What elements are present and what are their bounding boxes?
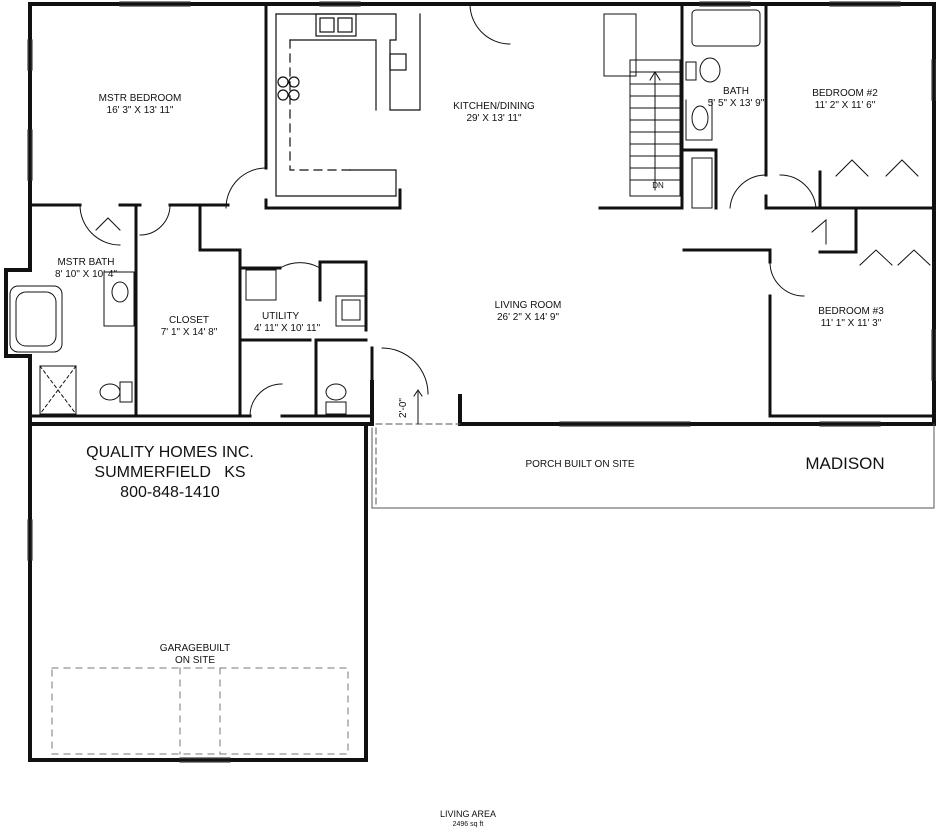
model-name: MADISON [805, 454, 885, 473]
room-name: MSTR BEDROOM [98, 93, 182, 104]
closet-label: CLOSET 7' 1" X 14' 8" [144, 315, 234, 339]
master-bedroom-label: MSTR BEDROOM 16' 3" X 13' 11" [80, 93, 200, 117]
dimension-arrow [413, 389, 423, 425]
room-size: 26' 2" X 14' 9" [496, 312, 560, 323]
utility-fixtures [245, 269, 367, 415]
room-name: BATH [723, 86, 749, 97]
room-size: 5' 5" X 13' 9" [707, 98, 765, 109]
living-room-label: LIVING ROOM 26' 2" X 14' 9" [468, 300, 588, 324]
room-size: 29' X 13' 11" [466, 113, 522, 124]
garage-line2: ON SITE [174, 655, 215, 666]
room-size: 4' 11" X 10' 11" [254, 323, 321, 334]
bifold-doors [95, 159, 931, 266]
garage-door-outline [51, 667, 349, 755]
interior-walls [28, 2, 936, 418]
utility-label: UTILITY 4' 11" X 10' 11" [254, 311, 340, 335]
room-name: BEDROOM #3 [818, 306, 884, 317]
room-name: BEDROOM #2 [812, 88, 878, 99]
bedroom3-label: BEDROOM #3 11' 1" X 11' 3" [796, 306, 906, 330]
kitchen-dining-label: KITCHEN/DINING 29' X 13' 11" [434, 101, 554, 125]
bath-fixtures [685, 9, 761, 209]
kitchen-counters [275, 13, 421, 197]
garage-line1: GARAGEBUILT [159, 643, 231, 654]
door-swings [79, 3, 817, 417]
bedroom2-label: BEDROOM #2 11' 2" X 11' 6" [790, 88, 900, 112]
porch-label: PORCH BUILT ON SITE [500, 459, 660, 471]
room-name: KITCHEN/DINING [453, 101, 535, 112]
room-size: 7' 1" X 14' 8" [160, 327, 218, 338]
garage-label: GARAGEBUILT ON SITE [140, 643, 250, 667]
bath-label: BATH 5' 5" X 13' 9" [696, 86, 776, 110]
builder-location: SUMMERFIELD KS [94, 464, 246, 481]
room-size: 11' 2" X 11' 6" [814, 100, 876, 111]
living-area-value: 2496 sq ft [452, 821, 484, 828]
living-area-label: LIVING AREA [439, 809, 497, 819]
builder-phone: 800-848-1410 [120, 484, 220, 501]
room-name: UTILITY [262, 311, 300, 322]
master-bath-label: MSTR BATH 8' 10" X 10' 4" [36, 257, 136, 281]
living-area-note: LIVING AREA 2496 sq ft [408, 809, 528, 829]
builder-name: QUALITY HOMES INC. [86, 444, 254, 461]
builder-info: QUALITY HOMES INC. SUMMERFIELD KS 800-84… [60, 443, 280, 503]
room-name: PORCH BUILT ON SITE [525, 459, 635, 470]
staircase [603, 13, 681, 197]
master-bath-fixtures [9, 271, 135, 415]
windows [27, 1, 936, 763]
room-name: MSTR BATH [57, 257, 115, 268]
room-name: CLOSET [168, 315, 209, 326]
room-name: LIVING ROOM [494, 300, 562, 311]
stair-direction-label: DN [652, 181, 664, 190]
dimension-note: 2'-0" [398, 398, 409, 418]
room-size: 8' 10" X 10' 4" [54, 269, 118, 280]
room-size: 16' 3" X 13' 11" [106, 105, 174, 116]
room-size: 11' 1" X 11' 3" [820, 318, 882, 329]
